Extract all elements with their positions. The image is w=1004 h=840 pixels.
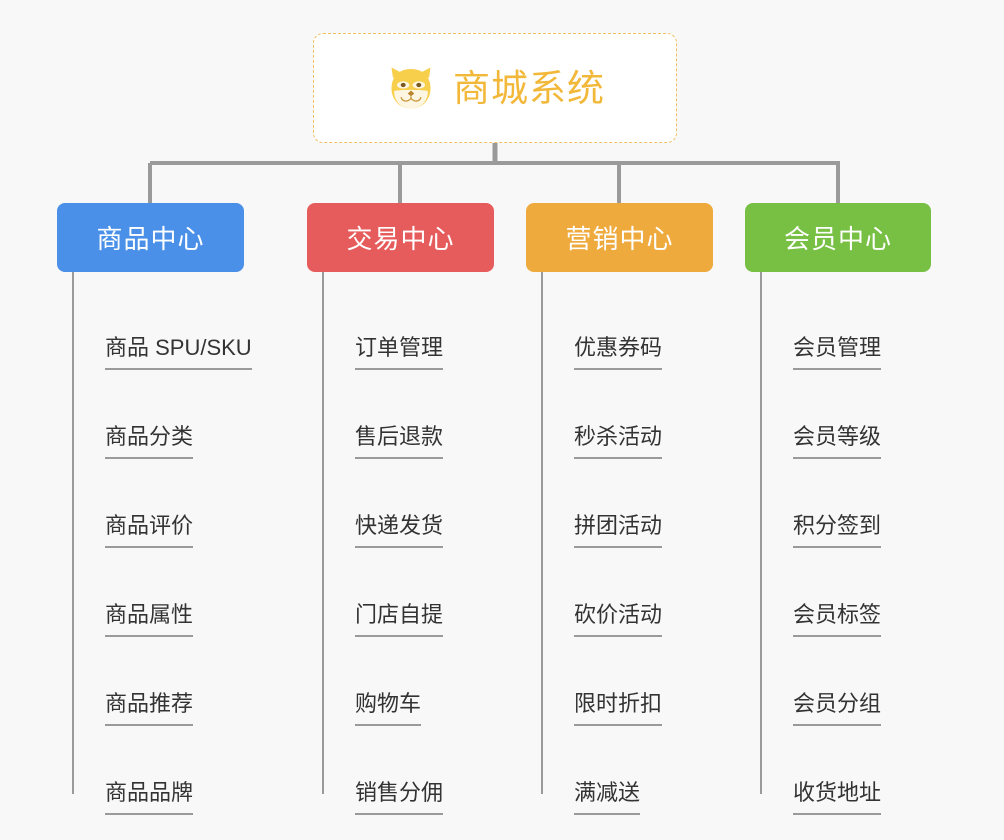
sub-item-label: 购物车: [355, 691, 422, 726]
sub-item[interactable]: 门店自提: [322, 548, 494, 637]
sub-item[interactable]: 订单管理: [322, 281, 494, 370]
sub-item[interactable]: 会员分组: [760, 637, 931, 726]
sub-item[interactable]: 满减送: [541, 726, 713, 815]
sub-item[interactable]: 商品评价: [72, 459, 244, 548]
sub-item[interactable]: 优惠券码: [541, 281, 713, 370]
sub-item-list: 商品 SPU/SKU 商品分类 商品评价 商品属性 商品推荐 商品品牌: [72, 272, 252, 815]
sub-item[interactable]: 商品 SPU/SKU: [72, 281, 252, 370]
root-node-shop-system[interactable]: 商城系统: [313, 33, 677, 143]
sub-item[interactable]: 快递发货: [322, 459, 494, 548]
sub-item-label: 会员标签: [793, 602, 882, 637]
branch-column-trade-center: 交易中心 订单管理 售后退款 快递发货 门店自提 购物车 销售分佣: [307, 203, 494, 815]
sub-item-list: 订单管理 售后退款 快递发货 门店自提 购物车 销售分佣: [322, 272, 494, 815]
sub-item-label: 售后退款: [355, 424, 444, 459]
branch-column-product-center: 商品中心 商品 SPU/SKU 商品分类 商品评价 商品属性 商品推荐 商品品牌: [57, 203, 252, 815]
branch-header-marketing-center[interactable]: 营销中心: [526, 203, 713, 272]
sub-item[interactable]: 商品品牌: [72, 726, 244, 815]
branch-header-trade-center[interactable]: 交易中心: [307, 203, 494, 272]
sub-item[interactable]: 拼团活动: [541, 459, 713, 548]
sub-item-label: 秒杀活动: [574, 424, 663, 459]
branch-spine: [72, 272, 74, 794]
sub-item[interactable]: 限时折扣: [541, 637, 713, 726]
sub-item[interactable]: 会员等级: [760, 370, 931, 459]
sub-item-label: 商品分类: [105, 424, 194, 459]
sub-item-label: 快递发货: [355, 513, 444, 548]
sub-item[interactable]: 砍价活动: [541, 548, 713, 637]
sub-item[interactable]: 收货地址: [760, 726, 931, 815]
sub-item[interactable]: 积分签到: [760, 459, 931, 548]
sub-item[interactable]: 会员管理: [760, 281, 931, 370]
root-title: 商城系统: [453, 67, 605, 109]
sub-item-label: 商品品牌: [105, 780, 194, 815]
branch-column-marketing-center: 营销中心 优惠券码 秒杀活动 拼团活动 砍价活动 限时折扣 满减送: [526, 203, 713, 815]
sub-item-label: 满减送: [574, 780, 641, 815]
sub-item-label: 门店自提: [355, 602, 444, 637]
sub-item[interactable]: 售后退款: [322, 370, 494, 459]
sub-item-list: 会员管理 会员等级 积分签到 会员标签 会员分组 收货地址: [760, 272, 931, 815]
branch-header-label: 营销中心: [565, 224, 674, 254]
branch-header-label: 交易中心: [346, 224, 455, 254]
branch-header-label: 会员中心: [783, 224, 892, 254]
sub-item[interactable]: 销售分佣: [322, 726, 494, 815]
sub-item-label: 会员等级: [793, 424, 882, 459]
branch-header-member-center[interactable]: 会员中心: [745, 203, 931, 272]
sub-item[interactable]: 会员标签: [760, 548, 931, 637]
sub-item-label: 收货地址: [793, 780, 882, 815]
sub-item-label: 拼团活动: [574, 513, 663, 548]
branch-spine: [541, 272, 543, 794]
sub-item-label: 商品 SPU/SKU: [105, 335, 252, 370]
branch-header-label: 商品中心: [96, 224, 205, 254]
sub-item-list: 优惠券码 秒杀活动 拼团活动 砍价活动 限时折扣 满减送: [541, 272, 713, 815]
branch-columns: 商品中心 商品 SPU/SKU 商品分类 商品评价 商品属性 商品推荐 商品品牌…: [0, 203, 1004, 840]
sub-item[interactable]: 购物车: [322, 637, 494, 726]
sub-item-label: 会员管理: [793, 335, 882, 370]
sub-item-label: 砍价活动: [574, 602, 663, 637]
sub-item-label: 商品推荐: [105, 691, 194, 726]
sub-item-label: 销售分佣: [355, 780, 444, 815]
sub-item[interactable]: 商品属性: [72, 548, 244, 637]
branch-column-member-center: 会员中心 会员管理 会员等级 积分签到 会员标签 会员分组 收货地址: [745, 203, 931, 815]
sub-item-label: 商品属性: [105, 602, 194, 637]
shiba-dog-icon: [385, 62, 437, 114]
sub-item-label: 优惠券码: [574, 335, 663, 370]
sub-item[interactable]: 商品分类: [72, 370, 244, 459]
sub-item-label: 商品评价: [105, 513, 194, 548]
sub-item-label: 会员分组: [793, 691, 882, 726]
branch-header-product-center[interactable]: 商品中心: [57, 203, 244, 272]
sub-item-label: 积分签到: [793, 513, 882, 548]
sub-item-label: 限时折扣: [574, 691, 663, 726]
sub-item[interactable]: 商品推荐: [72, 637, 244, 726]
branch-spine: [322, 272, 324, 794]
branch-spine: [760, 272, 762, 794]
sub-item[interactable]: 秒杀活动: [541, 370, 713, 459]
sub-item-label: 订单管理: [355, 335, 444, 370]
